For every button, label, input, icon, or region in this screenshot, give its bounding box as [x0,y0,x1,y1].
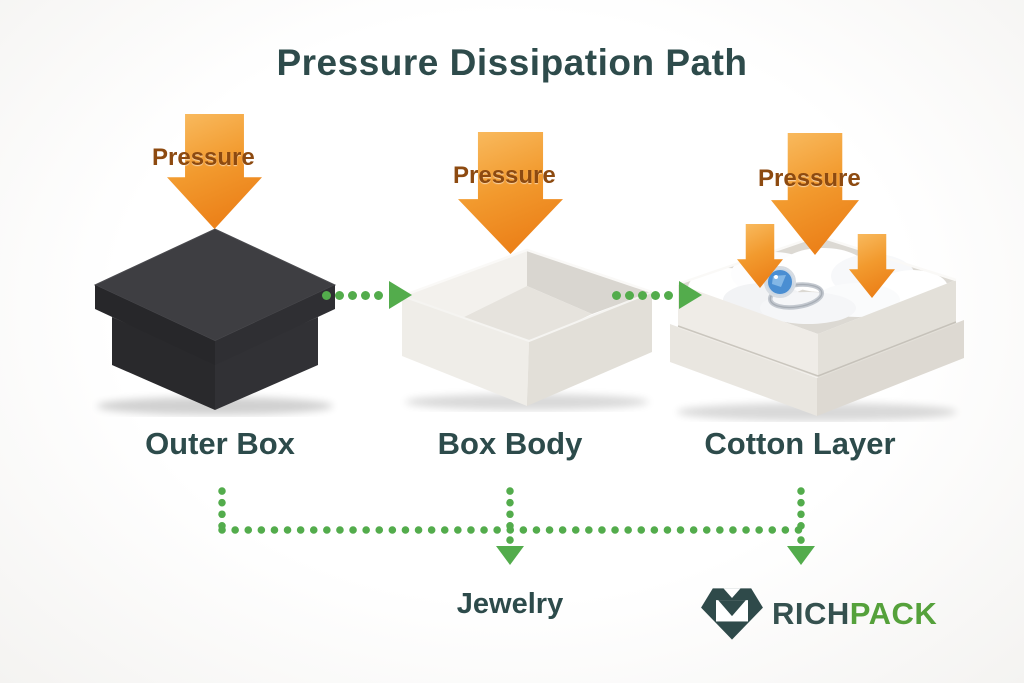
pressure-arrow-icon [771,133,859,255]
brand-text-secondary: PACK [849,596,938,631]
pressure-label: Pressure [152,144,255,171]
dot [664,290,673,300]
pressure-label: Pressure [453,162,556,189]
arrowhead [679,281,702,309]
pressure-arrow-small-icon [737,224,783,288]
box-body-image [401,248,653,410]
cotton-layer-box-image [670,234,964,421]
dot [638,290,647,300]
jewelry-ring-image [764,266,825,310]
jewelry-label: Jewelry [456,588,564,620]
dot [374,290,383,300]
page-title: Pressure Dissipation Path [276,42,748,83]
dot [348,290,357,300]
dot [612,290,621,300]
green-dotted-right-arrow-icon [322,281,412,309]
pressure-arrow-icon [167,114,262,229]
pressure-arrow-icon [458,132,563,254]
dot [361,290,370,300]
pressure-label: Pressure [758,165,861,192]
dot [651,290,660,300]
dot [625,290,634,300]
arrowhead [389,281,412,309]
stage-label-cotton-layer: Cotton Layer [704,426,896,461]
dot [322,290,331,300]
stage-label-box-body: Box Body [437,426,583,461]
pressure-arrow-small-icon [849,234,895,298]
green-dotted-right-arrow-icon [612,281,702,309]
dot [335,290,344,300]
brand-text-primary: RICH [772,596,850,631]
outer-box-image [93,228,337,415]
stage-label-outer-box: Outer Box [145,426,295,461]
green-dotted-path-down-arrows [218,487,815,565]
diamond-gem-icon [701,588,763,640]
